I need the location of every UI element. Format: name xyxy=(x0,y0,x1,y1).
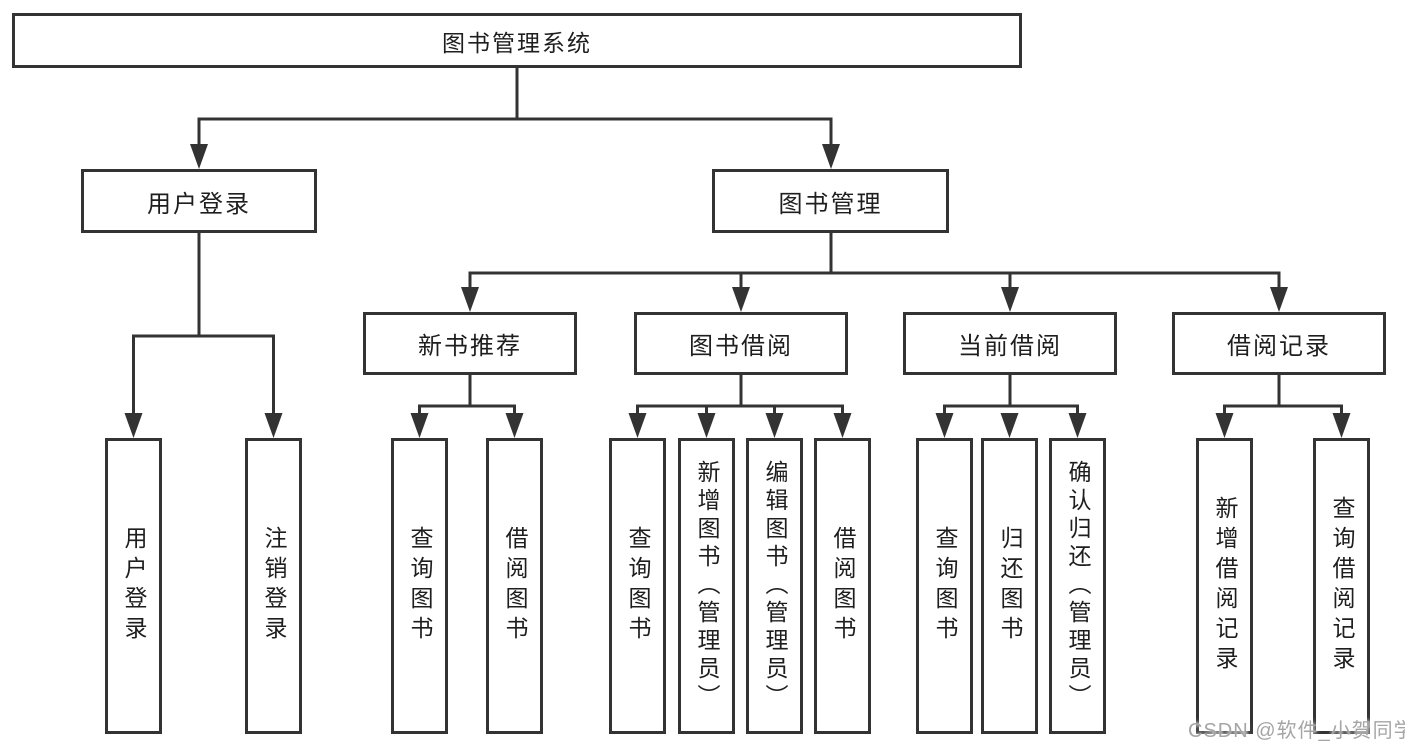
node-library-system: 图书管理系统 xyxy=(12,13,1022,68)
leaf-return-book: 归还图书 xyxy=(981,438,1038,734)
leaf-query-book-current: 查询图书 xyxy=(916,438,973,734)
leaf-edit-book-admin: 编辑图书（管理员） xyxy=(746,438,803,734)
node-borrow-record: 借阅记录 xyxy=(1172,312,1386,375)
leaf-query-book-borrow: 查询图书 xyxy=(609,438,666,734)
leaf-logout: 注销登录 xyxy=(245,438,302,734)
leaf-query-borrow-record: 查询借阅记录 xyxy=(1313,438,1370,734)
csdn-watermark: CSDN @软件_小贺同学 xyxy=(1188,720,1405,742)
leaf-query-book-recommend: 查询图书 xyxy=(391,438,448,734)
leaf-borrow-book-recommend: 借阅图书 xyxy=(486,438,543,734)
leaf-add-book-admin: 新增图书（管理员） xyxy=(678,438,735,734)
node-new-book-recommend: 新书推荐 xyxy=(363,312,577,375)
leaf-add-borrow-record: 新增借阅记录 xyxy=(1196,438,1253,734)
leaf-user-login: 用户登录 xyxy=(105,438,162,734)
node-book-borrow: 图书借阅 xyxy=(634,312,848,375)
node-user-login: 用户登录 xyxy=(81,169,317,233)
node-book-management: 图书管理 xyxy=(712,169,949,233)
leaf-confirm-return-admin: 确认归还（管理员） xyxy=(1049,438,1106,734)
node-current-borrow: 当前借阅 xyxy=(903,312,1117,375)
leaf-borrow-book: 借阅图书 xyxy=(814,438,871,734)
